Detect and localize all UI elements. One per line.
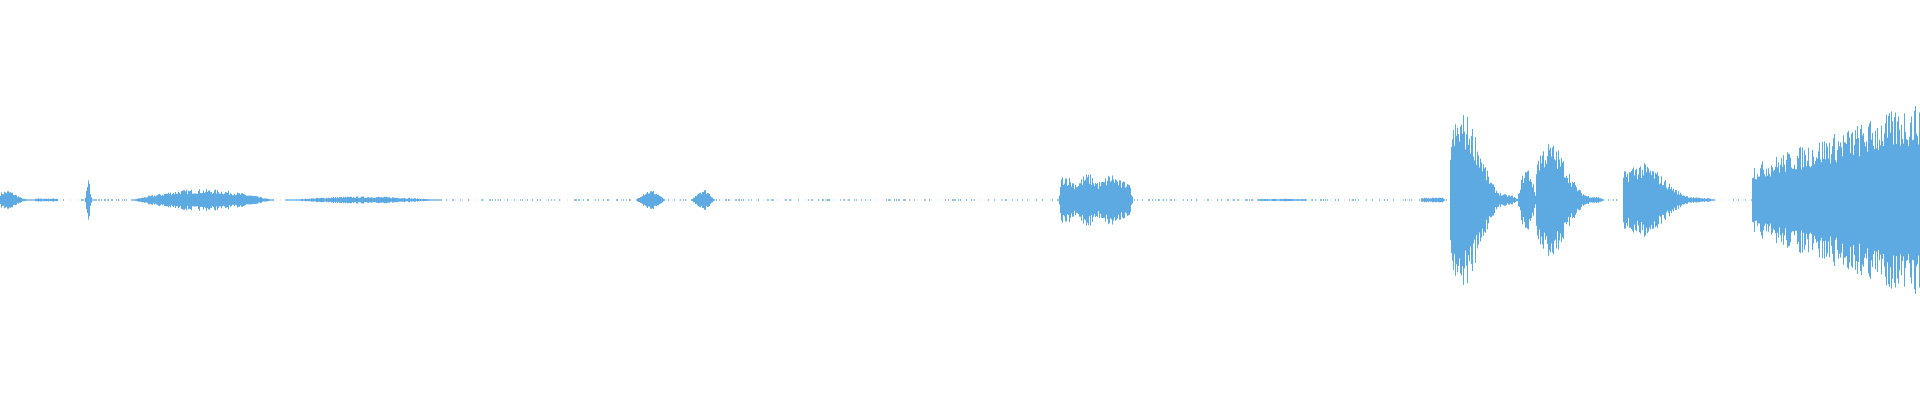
waveform-samples: [0, 106, 1920, 294]
